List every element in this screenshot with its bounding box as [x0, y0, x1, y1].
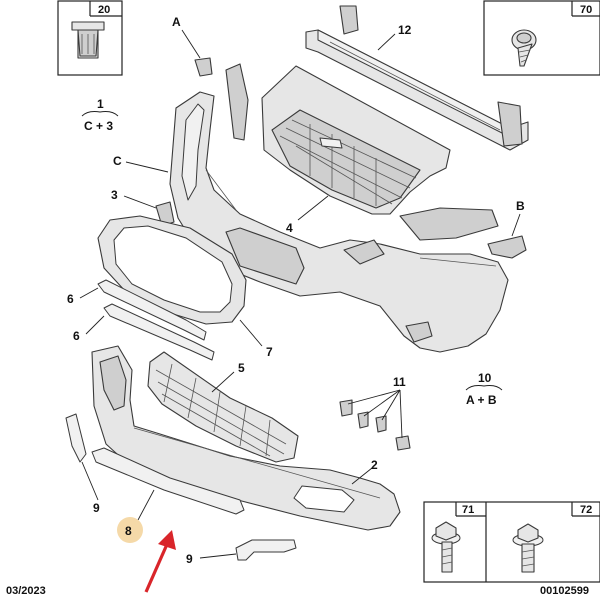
bumper-cover: C [113, 91, 509, 353]
callout-8-highlight [117, 517, 143, 543]
upper-grille: 4 [225, 63, 499, 241]
trim-strip-lower: 6 [73, 303, 215, 361]
arrow-shaft [144, 541, 170, 593]
callout-8: 8 [125, 524, 132, 538]
trim-strip-upper: 6 [67, 279, 207, 341]
clip-group-11: 11 [339, 375, 411, 451]
box-20-number: 20 [98, 4, 110, 16]
reference-code: 00102599 [540, 585, 589, 597]
box-71-number: 71 [462, 504, 474, 516]
bracket-b: B [487, 199, 527, 259]
screw-icon [511, 29, 537, 67]
date-code: 03/2023 [6, 585, 46, 597]
callout-10-group: 10 A + B [465, 371, 503, 407]
box-72-number: 72 [580, 504, 592, 516]
grille-surround-frame: 7 [97, 215, 273, 359]
callout-11: 11 [393, 375, 406, 389]
flange-bolt-icon [431, 521, 461, 573]
side-bezel-left: 9 [65, 413, 100, 515]
flange-bolt-icon-72 [512, 523, 544, 573]
lower-bumper-absorber: 2 [91, 345, 401, 531]
callout-5: 5 [238, 361, 245, 375]
callout-3: 3 [111, 188, 118, 202]
arrow-head [158, 530, 176, 550]
bracket-3: 3 [111, 188, 175, 227]
callout-9-left: 9 [93, 501, 100, 515]
fog-lamp-bezel: 9 [186, 539, 297, 566]
callout-10-sub: A + B [466, 393, 497, 407]
box-71-72: 71 72 [423, 501, 600, 583]
callout-7: 7 [266, 345, 273, 359]
callout-8-marker: 8 [117, 517, 143, 543]
callout-1-sub: C + 3 [84, 119, 113, 133]
callout-6-lower: 6 [73, 329, 80, 343]
callout-12: 12 [398, 23, 412, 37]
callout-10: 10 [478, 371, 492, 385]
callout-6-upper: 6 [67, 292, 74, 306]
callout-a: A [172, 15, 181, 29]
upper-reinforcement-beam: 12 [305, 5, 529, 151]
box-20: 20 [57, 0, 123, 76]
highlight-arrow [144, 530, 176, 593]
box-70-frame [483, 0, 600, 76]
clip-a: A [172, 15, 213, 77]
lower-trim-strip [91, 447, 245, 521]
callout-2: 2 [371, 458, 378, 472]
box-70: 70 [483, 0, 600, 76]
callout-b: B [516, 199, 525, 213]
callout-c: C [113, 154, 122, 168]
callout-1: 1 [97, 97, 104, 111]
callout-1-group: 1 C + 3 [81, 97, 119, 133]
push-clip-icon [71, 21, 105, 59]
grille-mesh [279, 119, 417, 206]
callout-4: 4 [286, 221, 293, 235]
box-70-number: 70 [580, 4, 592, 16]
callout-9-bottom: 9 [186, 552, 193, 566]
lower-grille-mesh: 5 [147, 351, 299, 463]
